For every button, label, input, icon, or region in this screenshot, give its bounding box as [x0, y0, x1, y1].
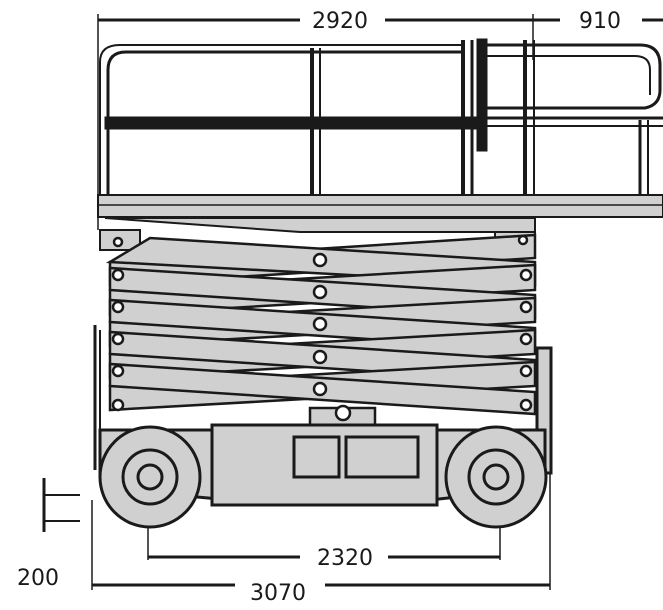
dimension-label-platform-length: 2920 [312, 9, 368, 34]
dimension-label-ground-clearance: 200 [17, 566, 59, 591]
dimension-wheelbase [147, 500, 501, 560]
dimension-label-overall-length: 3070 [250, 581, 306, 606]
dimension-label-wheelbase: 2320 [317, 546, 373, 571]
dimension-label-extension-deck: 910 [579, 9, 621, 34]
front-wheel [98, 425, 202, 529]
dimension-overall-length [91, 470, 551, 590]
rear-wheel [444, 425, 548, 529]
extension-deck-guardrail [476, 38, 663, 200]
cylinder-mount [308, 404, 377, 428]
scissor-pivots [111, 234, 533, 412]
chassis [98, 423, 547, 507]
platform-guardrail [99, 40, 478, 210]
platform-deck [97, 194, 663, 251]
dimension-ground-clearance [42, 478, 80, 532]
